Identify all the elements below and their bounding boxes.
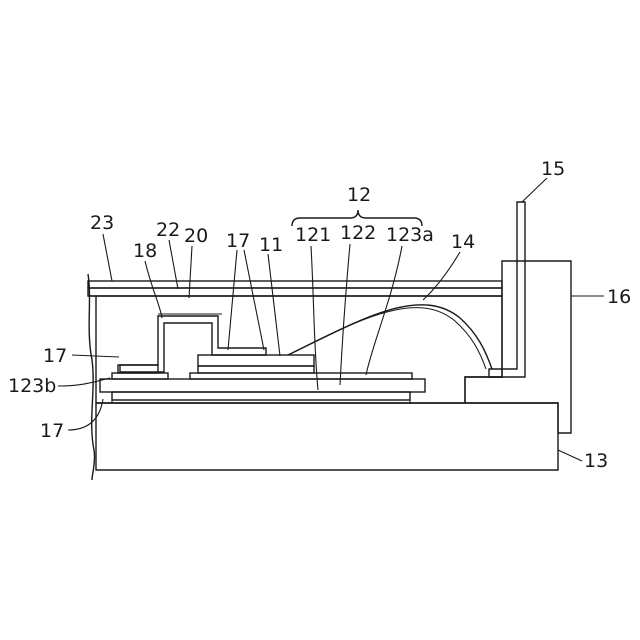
label-17-bottom: 17 xyxy=(40,420,64,442)
semiconductor-chip-11 xyxy=(198,355,314,373)
label-22: 22 xyxy=(156,219,180,241)
solder-17-bottom xyxy=(112,400,410,403)
substrate-12 xyxy=(100,373,425,400)
label-16: 16 xyxy=(607,286,631,308)
lead-frame-18 xyxy=(120,314,266,372)
break-line xyxy=(88,274,95,480)
label-14: 14 xyxy=(451,231,475,253)
layer-121 xyxy=(100,379,425,392)
label-15: 15 xyxy=(541,158,565,180)
label-123a: 123a xyxy=(386,224,434,246)
label-12: 12 xyxy=(347,184,371,206)
terminal-15 xyxy=(489,202,525,377)
case-16 xyxy=(465,261,571,433)
heat-sink-base-13 xyxy=(96,403,558,470)
reference-labels: 15 12 23 22 20 18 17 11 121 122 123a 14 … xyxy=(8,158,631,472)
leader-lines xyxy=(58,178,604,461)
label-23: 23 xyxy=(90,212,114,234)
label-17-top: 17 xyxy=(226,230,250,252)
label-122: 122 xyxy=(340,222,376,244)
layer-123b-bottom xyxy=(112,392,410,400)
label-18: 18 xyxy=(133,240,157,262)
label-121: 121 xyxy=(295,224,331,246)
label-123b: 123b xyxy=(8,375,56,397)
top-layer-22 xyxy=(88,288,502,296)
label-13: 13 xyxy=(584,450,608,472)
layer-123b xyxy=(112,373,168,379)
label-20: 20 xyxy=(184,225,208,247)
bonding-wire-14 xyxy=(288,305,492,369)
layer-123a xyxy=(190,373,412,379)
label-11: 11 xyxy=(259,234,283,256)
label-17-left: 17 xyxy=(43,345,67,367)
